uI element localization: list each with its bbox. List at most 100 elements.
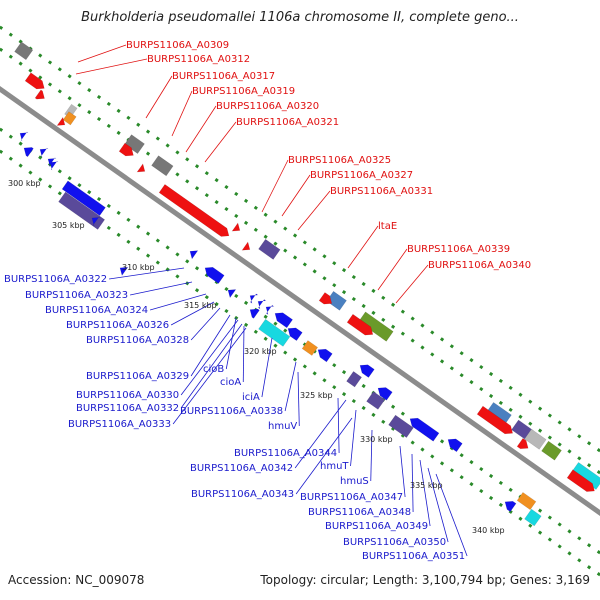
gene-feature-54[interactable] bbox=[516, 491, 537, 511]
gene-feature-29[interactable] bbox=[47, 158, 59, 171]
reverse-gene-label-7[interactable]: cioA bbox=[220, 377, 241, 388]
gene-feature-44[interactable] bbox=[285, 324, 303, 342]
reverse-gene-label-13[interactable]: hmuV bbox=[268, 421, 297, 432]
gene-feature-11[interactable] bbox=[231, 222, 243, 235]
gene-feature-39[interactable] bbox=[255, 297, 267, 310]
forward-gene-label-9[interactable]: ltaE bbox=[378, 221, 397, 232]
forward-gene-label-6[interactable]: BURPS1106A_A0325 bbox=[288, 155, 391, 166]
gene-feature-3[interactable] bbox=[62, 111, 77, 126]
red-leader-1 bbox=[75, 58, 148, 75]
gene-feature-45[interactable] bbox=[315, 346, 333, 363]
forward-gene-label-0[interactable]: BURPS1106A_A0309 bbox=[126, 40, 229, 51]
reverse-gene-label-1[interactable]: BURPS1106A_A0323 bbox=[25, 290, 128, 301]
gene-feature-12[interactable] bbox=[258, 238, 281, 260]
gene-feature-47[interactable] bbox=[357, 361, 375, 378]
reverse-gene-label-3[interactable]: BURPS1106A_A0326 bbox=[66, 320, 169, 331]
gene-feature-49[interactable] bbox=[346, 371, 362, 388]
red-leader-8 bbox=[297, 190, 331, 231]
forward-gene-label-10[interactable]: BURPS1106A_A0339 bbox=[407, 244, 510, 255]
gene-feature-41[interactable] bbox=[272, 309, 293, 329]
gene-feature-16[interactable] bbox=[358, 311, 394, 342]
gene-feature-26[interactable] bbox=[21, 144, 34, 158]
gene-feature-23[interactable] bbox=[571, 462, 600, 490]
gene-feature-37[interactable] bbox=[225, 286, 237, 299]
reverse-gene-label-22[interactable]: BURPS1106A_A0350 bbox=[343, 537, 446, 548]
reverse-gene-label-14[interactable]: BURPS1106A_A0344 bbox=[234, 448, 337, 459]
forward-gene-label-4[interactable]: BURPS1106A_A0320 bbox=[216, 101, 319, 112]
gene-feature-13[interactable] bbox=[241, 241, 253, 254]
gene-feature-43[interactable] bbox=[258, 318, 291, 347]
gene-feature-48[interactable] bbox=[375, 384, 393, 401]
reverse-gene-label-10[interactable]: BURPS1106A_A0333 bbox=[68, 419, 171, 430]
blue-leader-20 bbox=[411, 453, 414, 513]
gene-feature-53[interactable] bbox=[445, 435, 463, 453]
gene-feature-15[interactable] bbox=[318, 292, 335, 307]
reverse-gene-label-20[interactable]: BURPS1106A_A0348 bbox=[308, 507, 411, 518]
gene-feature-10[interactable] bbox=[158, 184, 232, 239]
reverse-gene-label-2[interactable]: BURPS1106A_A0324 bbox=[45, 305, 148, 316]
reverse-gene-label-9[interactable]: BURPS1106A_A0332 bbox=[76, 403, 179, 414]
gene-feature-42[interactable] bbox=[247, 306, 260, 319]
reverse-gene-label-23[interactable]: BURPS1106A_A0351 bbox=[362, 551, 465, 562]
red-leader-0 bbox=[77, 44, 127, 63]
gene-feature-38[interactable] bbox=[247, 292, 259, 304]
reverse-gene-label-4[interactable]: BURPS1106A_A0328 bbox=[86, 335, 189, 346]
gene-feature-20[interactable] bbox=[524, 428, 547, 450]
reverse-gene-label-17[interactable]: hmuS bbox=[340, 476, 369, 487]
gene-feature-55[interactable] bbox=[524, 508, 542, 527]
blue-leader-11 bbox=[261, 337, 273, 398]
gene-feature-8[interactable] bbox=[151, 155, 174, 177]
reverse-gene-label-16[interactable]: hmuT bbox=[320, 461, 349, 472]
gene-feature-4[interactable] bbox=[34, 89, 47, 103]
reverse-gene-label-5[interactable]: BURPS1106A_A0329 bbox=[86, 371, 189, 382]
gene-feature-28[interactable] bbox=[37, 145, 49, 158]
gene-feature-0[interactable] bbox=[14, 41, 34, 61]
gene-feature-56[interactable] bbox=[502, 498, 517, 513]
genome-summary-text: Topology: circular; Length: 3,100,794 bp… bbox=[260, 573, 590, 587]
reverse-gene-label-15[interactable]: BURPS1106A_A0342 bbox=[190, 463, 293, 474]
gene-feature-34[interactable] bbox=[117, 264, 129, 276]
reverse-gene-label-8[interactable]: BURPS1106A_A0330 bbox=[76, 390, 179, 401]
reverse-gene-label-19[interactable]: BURPS1106A_A0347 bbox=[300, 492, 403, 503]
blue-leader-13 bbox=[297, 371, 300, 427]
gene-feature-36[interactable] bbox=[202, 264, 225, 284]
reverse-gene-label-6[interactable]: cioB bbox=[203, 364, 224, 375]
forward-gene-label-1[interactable]: BURPS1106A_A0312 bbox=[147, 54, 250, 65]
gene-feature-5[interactable] bbox=[56, 116, 68, 129]
gene-feature-17[interactable] bbox=[346, 313, 376, 338]
gene-feature-6[interactable] bbox=[124, 134, 145, 154]
forward-gene-label-2[interactable]: BURPS1106A_A0317 bbox=[172, 71, 275, 82]
gene-feature-35[interactable] bbox=[187, 247, 199, 260]
blue-leader-3 bbox=[170, 301, 215, 326]
gene-feature-25[interactable] bbox=[516, 437, 531, 452]
forward-gene-label-7[interactable]: BURPS1106A_A0327 bbox=[310, 170, 413, 181]
reverse-gene-label-11[interactable]: iciA bbox=[242, 392, 260, 403]
gene-feature-46[interactable] bbox=[301, 340, 319, 356]
reverse-gene-label-21[interactable]: BURPS1106A_A0349 bbox=[325, 521, 428, 532]
gene-feature-33[interactable] bbox=[89, 214, 101, 227]
tick-label-4: 320 kbp bbox=[244, 347, 277, 356]
gene-feature-21[interactable] bbox=[541, 440, 562, 461]
reverse-gene-label-12[interactable]: BURPS1106A_A0338 bbox=[180, 406, 283, 417]
gene-feature-1[interactable] bbox=[24, 72, 47, 93]
tick-label-3: 315 kbp bbox=[184, 301, 217, 310]
gene-feature-9[interactable] bbox=[136, 163, 148, 176]
gene-feature-22[interactable] bbox=[476, 405, 515, 437]
forward-gene-label-11[interactable]: BURPS1106A_A0340 bbox=[428, 260, 531, 271]
reverse-gene-label-0[interactable]: BURPS1106A_A0322 bbox=[4, 274, 107, 285]
forward-gene-label-8[interactable]: BURPS1106A_A0331 bbox=[330, 186, 433, 197]
forward-gene-label-3[interactable]: BURPS1106A_A0319 bbox=[192, 86, 295, 97]
gene-feature-32[interactable] bbox=[45, 155, 57, 168]
gene-feature-7[interactable] bbox=[118, 142, 136, 159]
reverse-gene-label-18[interactable]: BURPS1106A_A0343 bbox=[191, 489, 294, 500]
gene-feature-24[interactable] bbox=[566, 469, 597, 495]
gene-feature-27[interactable] bbox=[17, 129, 29, 142]
gene-feature-52[interactable] bbox=[407, 415, 440, 442]
gene-feature-50[interactable] bbox=[366, 391, 386, 410]
gene-feature-30[interactable] bbox=[61, 180, 106, 216]
gene-feature-40[interactable] bbox=[263, 303, 275, 316]
forward-gene-label-5[interactable]: BURPS1106A_A0321 bbox=[236, 117, 339, 128]
gene-feature-51[interactable] bbox=[388, 414, 414, 438]
